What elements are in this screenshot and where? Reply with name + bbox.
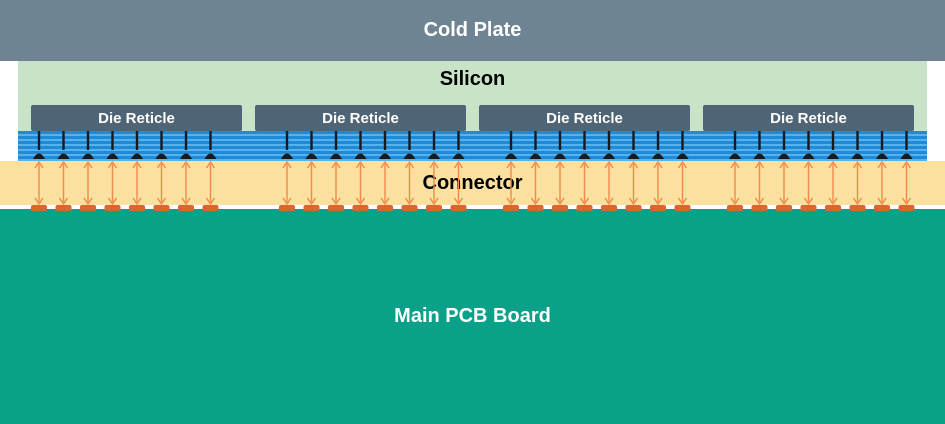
die-reticle-label: Die Reticle	[322, 109, 399, 127]
connector-label: Connector	[422, 171, 523, 194]
die-reticle-label: Die Reticle	[770, 109, 847, 127]
die-reticle-1: Die Reticle	[31, 105, 242, 131]
die-reticle-2: Die Reticle	[255, 105, 466, 131]
die-reticle-3: Die Reticle	[479, 105, 690, 131]
pcb-label: Main PCB Board	[394, 305, 551, 327]
connector-layer: Connector	[0, 161, 945, 205]
silicon-label: Silicon	[439, 68, 506, 90]
interconnect-wiring	[18, 131, 927, 161]
die-reticle-4: Die Reticle	[703, 105, 914, 131]
cold-plate-layer: Cold Plate	[0, 0, 945, 61]
cold-plate-label: Cold Plate	[423, 19, 522, 41]
die-reticle-label: Die Reticle	[546, 109, 623, 127]
die-reticle-label: Die Reticle	[98, 109, 175, 127]
pcb-layer: Main PCB Board	[0, 209, 945, 424]
